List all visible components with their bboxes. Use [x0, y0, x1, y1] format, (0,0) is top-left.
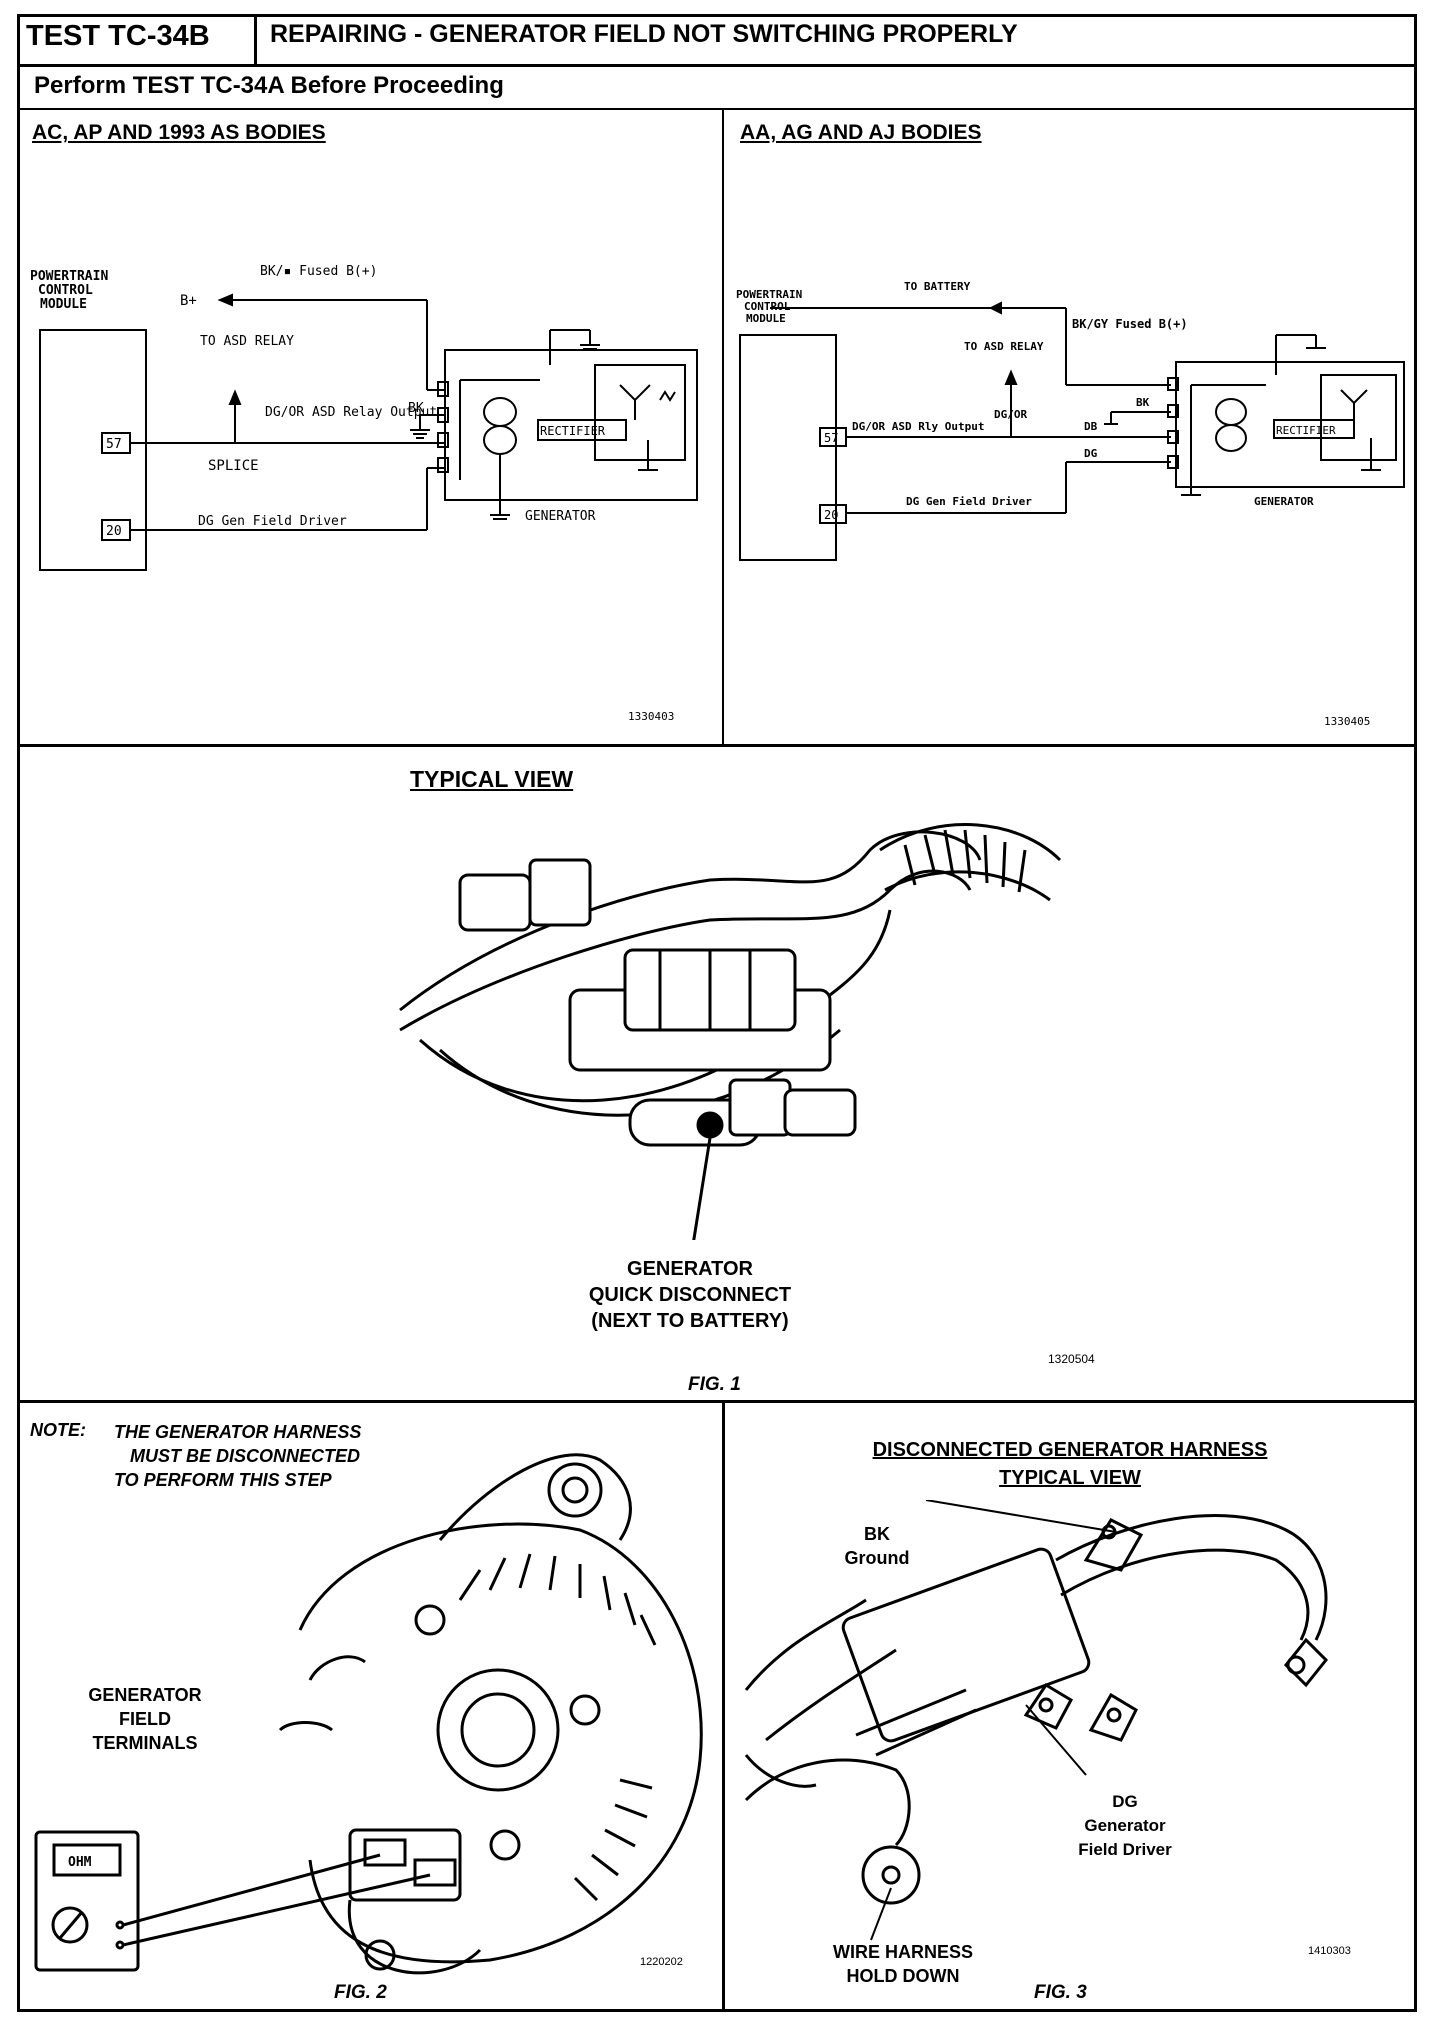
right-schematic: POWERTRAIN CONTROL MODULE TO BATTERY BK/…: [736, 280, 1405, 728]
fig2-illustration: OHM: [34, 1453, 703, 1975]
left-rectifier: RECTIFIER: [540, 424, 606, 438]
right-db: DB: [1084, 420, 1098, 433]
subtitle-divider: [17, 108, 1417, 110]
left-generator-box: [444, 349, 698, 501]
left-relay-wire: DG/OR ASD Relay Output: [265, 405, 437, 420]
test-id-divider: [254, 14, 257, 66]
page-title: REPAIRING - GENERATOR FIELD NOT SWITCHIN…: [270, 20, 1018, 48]
fig3-illustration: [744, 1500, 1329, 1941]
right-asd-relay: TO ASD RELAY: [964, 340, 1044, 353]
left-pin-57: 57: [106, 437, 122, 452]
right-fused-wire: BK/GY Fused B(+): [1072, 317, 1188, 331]
left-splice: SPLICE: [208, 458, 259, 474]
schematic-divider: [17, 744, 1417, 747]
bottom-center-divider: [722, 1402, 725, 2012]
fig3-bk-label: BK Ground: [844, 1524, 910, 1568]
schematic-center-divider: [722, 110, 724, 746]
right-generator: GENERATOR: [1254, 495, 1314, 508]
left-pin-20: 20: [106, 524, 122, 539]
fig1-callout: GENERATOR QUICK DISCONNECT (NEXT TO BATT…: [588, 1258, 792, 1332]
right-schematic-heading: AA, AG AND AJ BODIES: [740, 121, 982, 144]
fig3-dg-label: DG Generator Field Driver: [1078, 1792, 1172, 1859]
fig3-caption: FIG. 3: [1034, 1982, 1087, 2003]
svg-text:POWERTRAIN CONTROL MOD: POWERTRAIN CONTROL MODULE: [30, 269, 116, 312]
fig1-divider: [17, 1400, 1417, 1403]
fig2-number: 1220202: [640, 1956, 683, 1968]
left-pcm-box: [39, 329, 147, 571]
left-bk: BK: [408, 401, 424, 416]
right-bk: BK: [1136, 396, 1150, 409]
left-pcm-label-1: POWERTRAIN: [30, 269, 108, 284]
left-b-plus: B+: [180, 293, 197, 309]
test-id: TEST TC-34B: [26, 20, 210, 52]
right-pcm-box: [739, 334, 837, 561]
fig3-heading: DISCONNECTED GENERATOR HARNESS TYPICAL V…: [872, 1439, 1268, 1489]
svg-text:POWERTRAIN CONTROL MOD: POWERTRAIN CONTROL MODULE: [736, 288, 809, 325]
fig1-number: 1320504: [1048, 1352, 1095, 1366]
fig2-callout: GENERATOR FIELD TERMINALS: [88, 1685, 202, 1753]
right-pin-57: 57: [824, 431, 838, 445]
left-generator: GENERATOR: [525, 509, 596, 524]
fig2-caption: FIG. 2: [334, 1982, 387, 2003]
fig2-note-prefix: NOTE:: [30, 1420, 86, 1440]
right-field-wire: DG Gen Field Driver: [906, 495, 1032, 508]
right-to-battery: TO BATTERY: [904, 280, 971, 293]
left-field-wire: DG Gen Field Driver: [198, 514, 347, 529]
fig1-caption: FIG. 1: [688, 1374, 741, 1395]
fig1-illustration: [399, 823, 1062, 1240]
right-dg: DG: [1084, 447, 1098, 460]
right-fig-number: 1330405: [1324, 715, 1370, 728]
right-rectifier: RECTIFIER: [1276, 424, 1336, 437]
right-generator-box: [1175, 361, 1405, 488]
right-dg-or: DG/OR: [994, 408, 1027, 421]
fig2-note: THE GENERATOR HARNESS MUST BE DISCONNECT…: [114, 1422, 362, 1490]
left-asd-relay: TO ASD RELAY: [200, 334, 294, 349]
right-pin-20: 20: [824, 508, 838, 522]
page-frame: [17, 14, 1417, 2012]
left-rectifier-box: [537, 419, 627, 441]
right-relay-wire: DG/OR ASD Rly Output: [852, 420, 984, 433]
meter-label: OHM: [68, 1855, 92, 1870]
left-fig-number: 1330403: [628, 710, 674, 723]
page-subtitle: Perform TEST TC-34A Before Proceeding: [34, 72, 504, 99]
fig3-number: 1410303: [1308, 1945, 1351, 1957]
header-divider: [17, 64, 1417, 67]
left-fused-wire: BK/▪ Fused B(+): [260, 264, 377, 279]
left-schematic-heading: AC, AP AND 1993 AS BODIES: [32, 121, 326, 144]
fig1-heading: TYPICAL VIEW: [410, 766, 574, 792]
fig3-holddown-label: WIRE HARNESS HOLD DOWN: [832, 1942, 973, 1986]
right-rectifier-box: [1273, 419, 1355, 439]
left-schematic: POWERTRAIN CONTROL MODULE B+ BK/▪ Fused …: [30, 264, 698, 723]
